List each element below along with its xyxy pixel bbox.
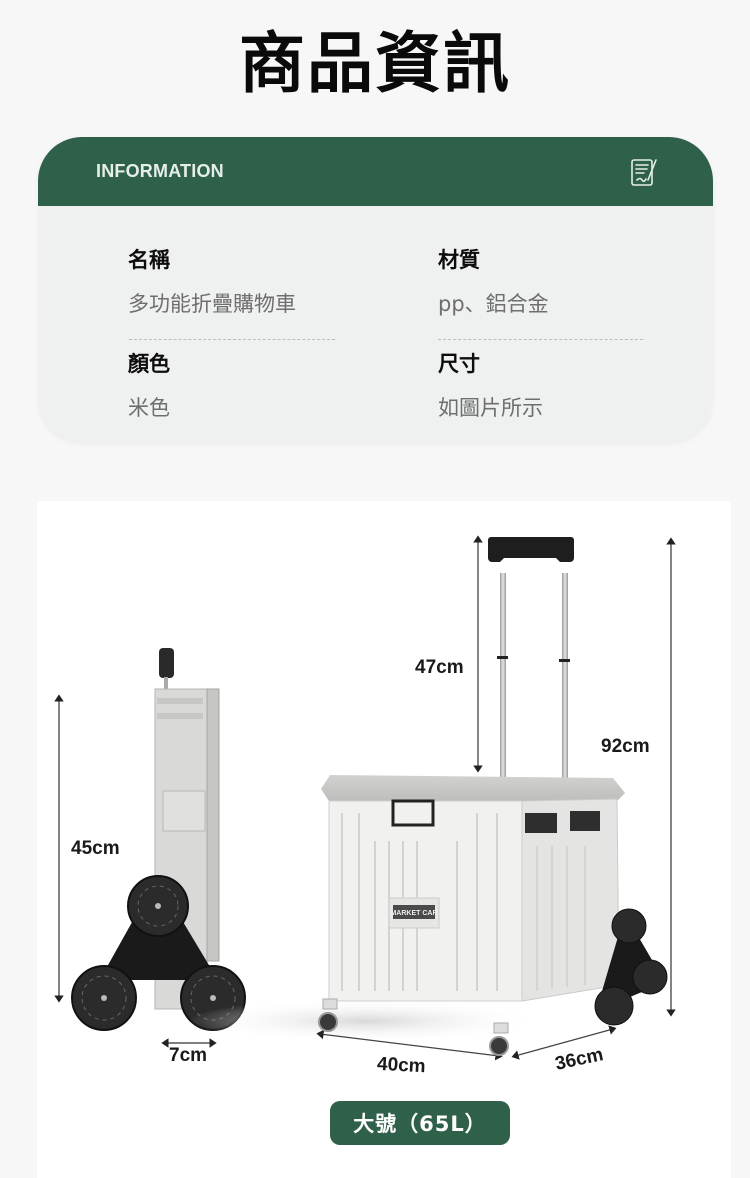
page-title: 商品資訊	[239, 25, 511, 102]
field-value: 如圖片所示	[438, 396, 543, 420]
field-name: 名稱 多功能折疊購物車	[128, 245, 334, 319]
dashed-divider	[438, 339, 643, 340]
dim-total-height: 92cm	[601, 736, 650, 757]
size-badge: 大號（65L）	[330, 1101, 510, 1145]
folded-cart-view	[54, 648, 246, 1048]
field-value: pp、鋁合金	[438, 292, 549, 316]
field-value: 米色	[128, 396, 170, 420]
dim-width: 40cm	[376, 1053, 427, 1078]
brand-plate: MARKET CAR	[390, 910, 437, 917]
field-value: 多功能折疊購物車	[128, 292, 296, 316]
cart-illustration: MARKET CAR	[54, 535, 676, 1061]
dim-wheel-width: 7cm	[169, 1045, 208, 1066]
document-signature-icon	[629, 157, 659, 187]
dim-handle-extension: 47cm	[415, 657, 464, 678]
field-label: 材質	[438, 248, 480, 272]
field-label: 名稱	[128, 248, 170, 272]
field-size: 尺寸 如圖片所示	[438, 349, 644, 423]
field-label: 顏色	[128, 352, 170, 376]
product-dimension-image: MARKET CAR 45cm 7cm 47cm 92cm 40c	[37, 501, 731, 1178]
product-info-card: INFORMATION 名稱 多功能折疊購物車 材質 pp、鋁合金 顏色 米色	[38, 137, 713, 442]
field-material: 材質 pp、鋁合金	[438, 245, 644, 319]
info-card-header: INFORMATION	[38, 137, 713, 206]
field-color: 顏色 米色	[128, 349, 334, 423]
unfolded-cart-view: MARKET CAR	[187, 535, 676, 1061]
info-card-title: INFORMATION	[96, 161, 224, 181]
field-label: 尺寸	[438, 352, 480, 376]
dim-folded-height: 45cm	[71, 838, 120, 859]
dashed-divider	[129, 339, 335, 340]
